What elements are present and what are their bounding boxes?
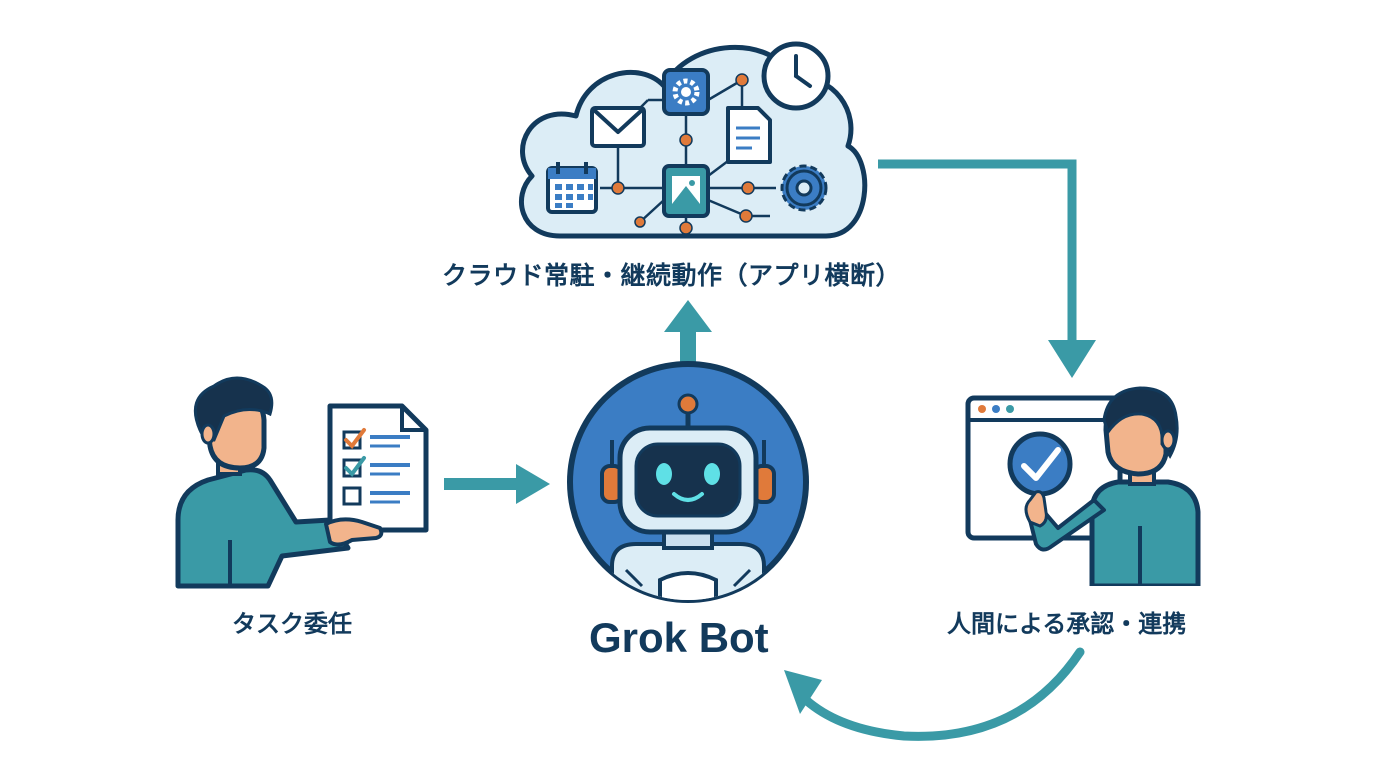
settings-app-icon	[662, 68, 710, 116]
mail-icon	[590, 106, 646, 148]
person-delegating-icon	[175, 376, 429, 589]
network-nodes	[611, 73, 755, 235]
robot-avatar	[567, 361, 809, 603]
approval-window-icon	[965, 395, 1123, 541]
gear-icon	[780, 164, 828, 212]
cloud-operation-label: クラウド常駐・継続動作（アプリ横断）	[442, 261, 902, 290]
person-approving-icon	[1024, 386, 1201, 586]
calendar-icon	[546, 162, 598, 214]
document-icon	[726, 106, 772, 164]
arrow-approval-to-bot	[784, 647, 1085, 741]
clock-icon	[761, 41, 831, 111]
cloud-services-icon	[518, 41, 868, 239]
arrow-task-to-bot	[444, 464, 550, 504]
task-delegation-label: タスク委任	[232, 610, 352, 638]
bot-name-label: Grok Bot	[589, 614, 769, 661]
human-approval-label: 人間による承認・連携	[947, 610, 1187, 638]
arrow-bot-to-cloud	[664, 300, 712, 368]
arrow-cloud-to-approval	[878, 159, 1096, 378]
checkmark-icon	[1007, 431, 1073, 497]
checklist-document-icon	[327, 403, 429, 533]
image-app-icon	[662, 164, 710, 218]
